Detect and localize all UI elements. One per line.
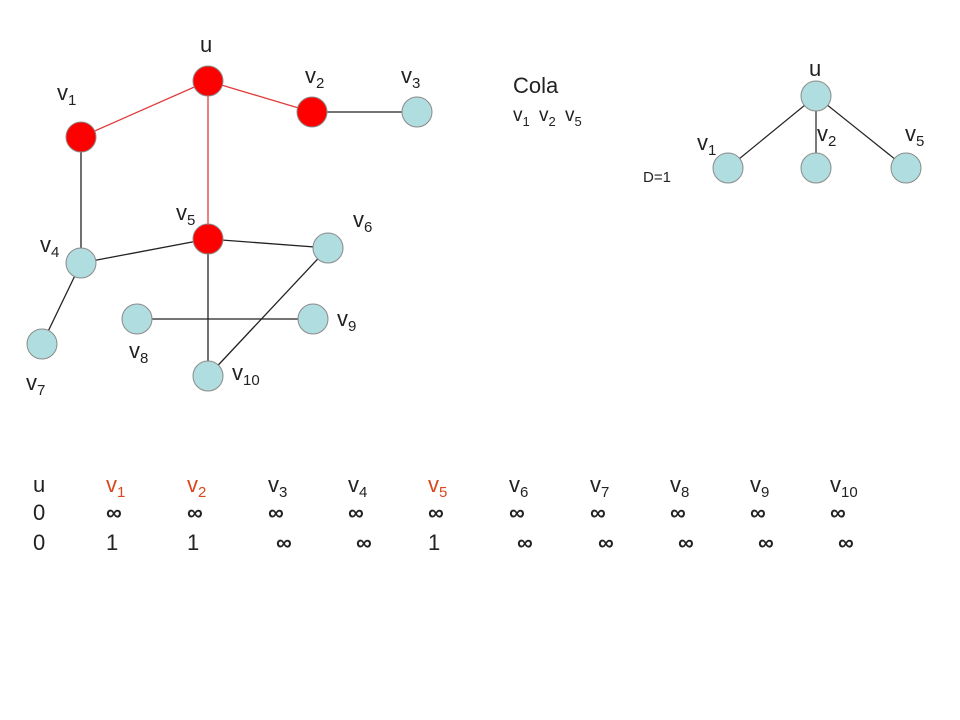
table-cell: ∞ xyxy=(348,500,364,525)
node-v4 xyxy=(65,247,97,279)
tree-child-label: v5 xyxy=(905,121,924,150)
node-label-v10: v10 xyxy=(232,360,260,389)
tree-labels: u v1 v2 v5 xyxy=(697,56,924,159)
node-label-v7: v7 xyxy=(26,370,45,399)
table-cell: ∞ xyxy=(106,500,122,525)
tree-child-node xyxy=(800,152,832,184)
node-v2 xyxy=(296,96,328,128)
tree-child-label: v1 xyxy=(697,130,716,159)
table-cell: ∞ xyxy=(509,500,525,525)
node-label-v6: v6 xyxy=(353,207,372,236)
node-v1 xyxy=(65,121,97,153)
node-v7 xyxy=(26,328,58,360)
table-cell: ∞ xyxy=(517,530,533,555)
table-cell: ∞ xyxy=(750,500,766,525)
depth-label: D=1 xyxy=(643,169,671,186)
table-header: v3 xyxy=(268,472,287,501)
tree-child-node xyxy=(712,152,744,184)
queue-title: Cola xyxy=(513,73,559,98)
table-header: u xyxy=(33,472,45,497)
edge-u-v1 xyxy=(80,80,209,138)
table-header: v5 xyxy=(428,472,447,501)
table-header: v8 xyxy=(670,472,689,501)
node-label-v2: v2 xyxy=(305,63,324,92)
graph-labels: u v1 v2 v3 v4 v5 v6 v7 v8 v9 v10 xyxy=(26,32,420,399)
tree-edge xyxy=(815,95,907,169)
tree-edge xyxy=(727,95,817,169)
table-rows: 0 ∞ ∞ ∞ ∞ ∞ ∞ ∞ ∞ ∞ ∞ 0 1 1 ∞ ∞ 1 ∞ ∞ ∞ ∞ ∞ xyxy=(33,500,854,555)
node-label-v9: v9 xyxy=(337,306,356,335)
tree-root-label: u xyxy=(809,56,821,81)
table-cell: ∞ xyxy=(276,530,292,555)
node-label-v1: v1 xyxy=(57,80,76,109)
table-cell: ∞ xyxy=(590,500,606,525)
table-cell: ∞ xyxy=(598,530,614,555)
table-header: v6 xyxy=(509,472,528,501)
table-cell: ∞ xyxy=(758,530,774,555)
table-header: v4 xyxy=(348,472,367,501)
node-u xyxy=(192,65,224,97)
table-header: v1 xyxy=(106,472,125,501)
table-cell: 0 xyxy=(33,530,45,555)
table-cell: ∞ xyxy=(356,530,372,555)
tree-child-node xyxy=(890,152,922,184)
table-cell: 0 xyxy=(33,500,45,525)
table-header: v9 xyxy=(750,472,769,501)
node-v9 xyxy=(297,303,329,335)
node-label-v5: v5 xyxy=(176,200,195,229)
node-label-u: u xyxy=(200,32,212,57)
table-cell: ∞ xyxy=(670,500,686,525)
table-header: v2 xyxy=(187,472,206,501)
table-cell: ∞ xyxy=(830,500,846,525)
distance-table: u v1 v2 v3 v4 v5 v6 v7 v8 v9 v10 0 ∞ ∞ ∞ ∞ ∞ ∞ ∞ ∞ ∞ ∞ 0 1 1 ∞ ∞ 1… xyxy=(33,472,858,555)
edge-v4-v5 xyxy=(80,238,209,264)
table-cell: ∞ xyxy=(268,500,284,525)
edge-v6-v10 xyxy=(207,247,329,377)
edge-u-v2 xyxy=(207,80,313,113)
table-header: v7 xyxy=(590,472,609,501)
edge-v5-v6 xyxy=(207,238,329,249)
table-cell: ∞ xyxy=(678,530,694,555)
queue-panel: Cola v1 v2 v5 xyxy=(513,73,582,129)
queue-items: v1 v2 v5 xyxy=(513,105,582,129)
node-v6 xyxy=(312,232,344,264)
table-cell: ∞ xyxy=(428,500,444,525)
tree-nodes xyxy=(712,80,922,184)
node-label-v3: v3 xyxy=(401,63,420,92)
bfs-tree: u v1 v2 v5 D=1 xyxy=(643,56,924,186)
queue-item: v2 xyxy=(539,105,556,129)
table-cell: 1 xyxy=(428,530,440,555)
table-cell: 1 xyxy=(106,530,118,555)
node-v5 xyxy=(192,223,224,255)
table-headers: u v1 v2 v3 v4 v5 v6 v7 v8 v9 v10 xyxy=(33,472,858,501)
tree-child-label: v2 xyxy=(817,121,836,150)
node-v3 xyxy=(401,96,433,128)
table-cell: ∞ xyxy=(838,530,854,555)
node-v8 xyxy=(121,303,153,335)
queue-item: v5 xyxy=(565,105,582,129)
node-label-v4: v4 xyxy=(40,232,59,261)
table-header: v10 xyxy=(830,472,858,501)
node-v10 xyxy=(192,360,224,392)
tree-root-node xyxy=(800,80,832,112)
table-cell: ∞ xyxy=(187,500,203,525)
node-label-v8: v8 xyxy=(129,338,148,367)
queue-item: v1 xyxy=(513,105,530,129)
table-cell: 1 xyxy=(187,530,199,555)
graph-nodes xyxy=(26,65,433,392)
